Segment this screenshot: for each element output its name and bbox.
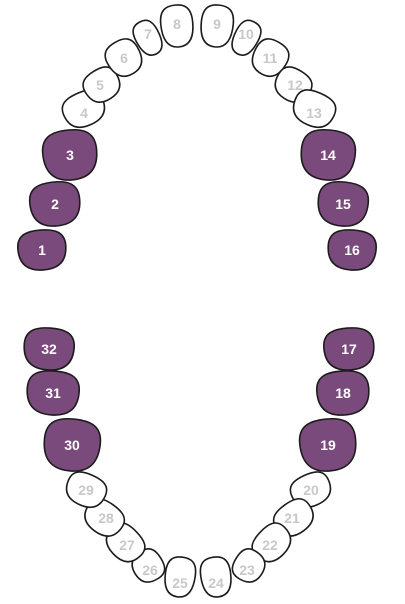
tooth-25[interactable]: 25 (162, 555, 197, 599)
tooth-19[interactable]: 19 (297, 416, 358, 474)
tooth-7[interactable]: 7 (129, 16, 167, 59)
tooth-24[interactable]: 24 (198, 555, 233, 599)
tooth-29[interactable]: 29 (61, 467, 111, 513)
tooth-crown (298, 417, 357, 472)
tooth-crown (65, 471, 108, 509)
tooth-crown (41, 128, 98, 181)
tooth-number-label: 9 (213, 16, 221, 32)
tooth-number-label: 30 (64, 437, 80, 453)
tooth-crown (164, 556, 197, 598)
tooth-14[interactable]: 14 (299, 127, 358, 182)
tooth-crown (251, 522, 292, 563)
tooth-number-label: 15 (335, 196, 351, 212)
tooth-13[interactable]: 13 (288, 85, 340, 133)
tooth-18[interactable]: 18 (316, 369, 371, 417)
tooth-number-label: 21 (284, 510, 300, 526)
tooth-crown (132, 19, 163, 57)
tooth-number-label: 13 (306, 105, 322, 121)
tooth-number-label: 32 (41, 341, 57, 357)
tooth-number-label: 8 (173, 16, 181, 32)
tooth-crown (231, 19, 262, 57)
tooth-17[interactable]: 17 (323, 326, 376, 371)
tooth-number-label: 23 (239, 562, 255, 578)
tooth-number-label: 25 (172, 575, 188, 591)
tooth-number-label: 29 (78, 482, 94, 498)
tooth-16[interactable]: 16 (327, 228, 378, 271)
tooth-crown (17, 229, 67, 271)
tooth-15[interactable]: 15 (316, 180, 370, 229)
tooth-number-label: 18 (335, 385, 351, 401)
tooth-10[interactable]: 10 (227, 16, 265, 59)
tooth-number-label: 27 (119, 537, 135, 553)
tooth-number-label: 12 (287, 77, 303, 93)
tooth-crown (200, 4, 235, 48)
tooth-crown (131, 548, 166, 583)
tooth-22[interactable]: 22 (247, 517, 298, 568)
tooth-23[interactable]: 23 (228, 544, 270, 587)
tooth-crown (43, 417, 102, 472)
tooth-number-label: 17 (341, 341, 357, 357)
tooth-crown (323, 327, 375, 371)
tooth-number-label: 19 (320, 437, 336, 453)
tooth-crown (84, 498, 126, 537)
tooth-crown (199, 556, 232, 598)
tooth-crown (327, 229, 377, 271)
tooth-crown (231, 548, 266, 583)
tooth-9[interactable]: 9 (199, 3, 235, 48)
tooth-crown (300, 128, 357, 181)
tooth-8[interactable]: 8 (159, 3, 195, 48)
tooth-number-label: 16 (344, 242, 360, 258)
tooth-crown (292, 89, 337, 129)
tooth-number-label: 10 (238, 26, 254, 42)
tooth-number-label: 26 (142, 562, 158, 578)
tooth-number-label: 24 (208, 575, 224, 591)
tooth-number-label: 7 (144, 26, 152, 42)
tooth-number-label: 3 (66, 147, 74, 163)
tooth-crown (159, 4, 194, 48)
tooth-crown (316, 370, 370, 416)
tooth-2[interactable]: 2 (28, 180, 82, 229)
tooth-number-label: 1 (38, 242, 46, 258)
tooth-number-label: 4 (80, 105, 88, 121)
tooth-number-label: 28 (98, 510, 114, 526)
tooth-31[interactable]: 31 (26, 369, 81, 417)
tooth-crown (26, 370, 80, 416)
tooth-26[interactable]: 26 (127, 544, 169, 587)
tooth-number-label: 5 (96, 77, 104, 93)
tooth-11[interactable]: 11 (246, 34, 293, 82)
tooth-crown (251, 38, 290, 78)
tooth-number-label: 14 (320, 147, 336, 163)
tooth-number-label: 20 (303, 482, 319, 498)
tooth-30[interactable]: 30 (41, 416, 102, 474)
tooth-number-label: 6 (120, 50, 128, 66)
tooth-1[interactable]: 1 (17, 228, 68, 271)
tooth-number-label: 22 (262, 537, 278, 553)
tooth-number-label: 11 (263, 50, 278, 66)
tooth-crown (28, 180, 81, 227)
tooth-32[interactable]: 32 (23, 326, 76, 371)
tooth-number-label: 2 (51, 196, 59, 212)
tooth-28[interactable]: 28 (78, 493, 129, 542)
tooth-3[interactable]: 3 (41, 127, 100, 182)
tooth-crown (23, 327, 75, 371)
tooth-crown (317, 180, 370, 227)
tooth-number-label: 31 (45, 385, 61, 401)
